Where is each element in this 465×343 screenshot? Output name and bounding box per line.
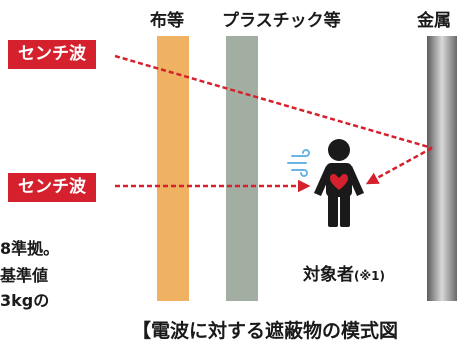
reflected-wave-arrow [365, 146, 433, 185]
metal-label: 金属 [417, 11, 451, 31]
left-text-line1: 8準拠。 [0, 239, 60, 258]
metal-panel [427, 36, 457, 301]
cloth-label: 布等 [150, 11, 184, 31]
left-text-line2: 基準値 [0, 266, 49, 285]
plastic-label: プラスチック等 [222, 11, 341, 31]
subject-label: 対象者(※1) [303, 260, 385, 285]
bottom-wave-label: センチ波 [8, 173, 96, 202]
left-text-line3: 3kgの [0, 291, 50, 310]
heart-icon [330, 174, 348, 190]
cloth-panel [157, 36, 189, 301]
top-wave-label: センチ波 [8, 40, 96, 69]
plastic-panel [226, 36, 258, 301]
subject-name: 対象者 [303, 265, 354, 285]
top-wave-path [114, 54, 433, 150]
diagram-caption: 【電波に対する遮蔽物の模式図 [132, 320, 399, 342]
subject-note: (※1) [354, 269, 385, 283]
breath-icon [287, 149, 310, 177]
